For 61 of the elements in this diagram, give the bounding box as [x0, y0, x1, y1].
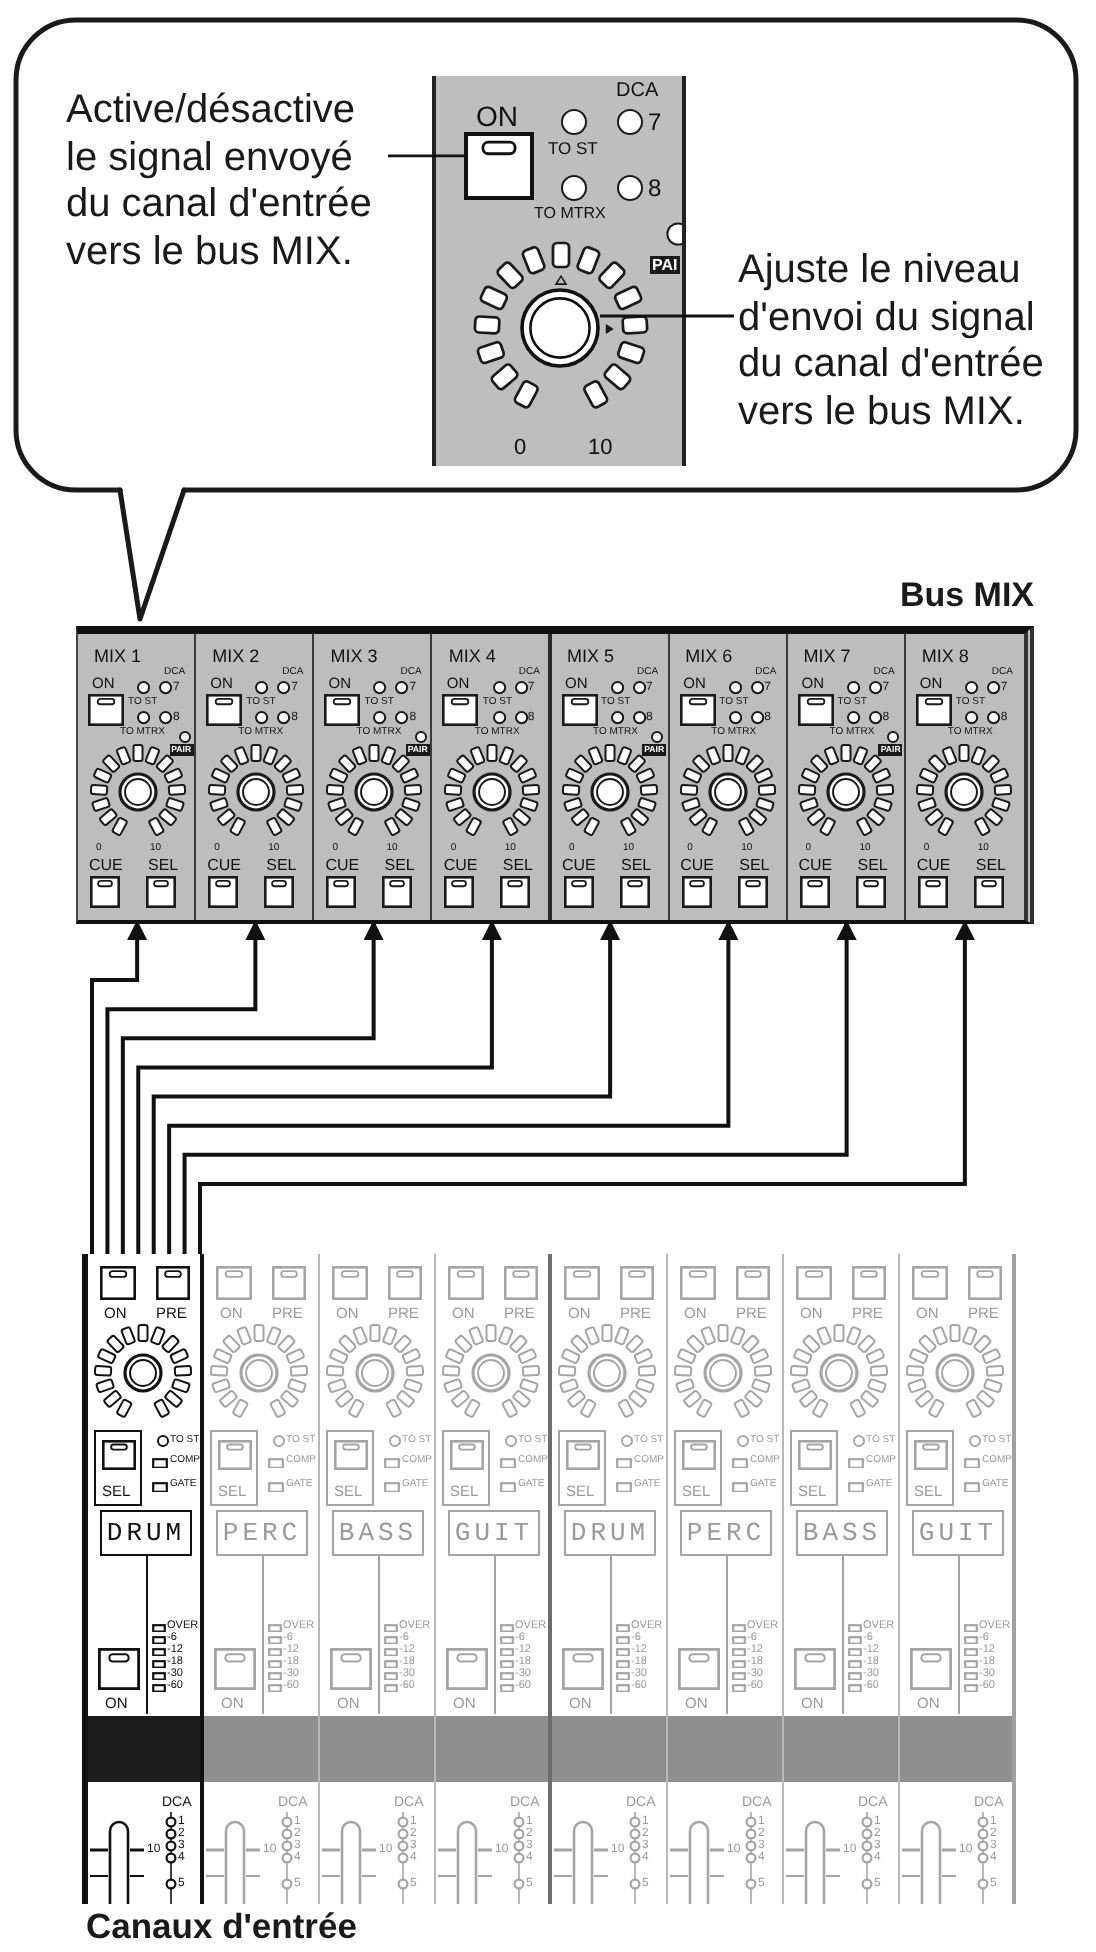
mix-label: MIX 4 — [448, 648, 496, 666]
mix-label: MIX 2 — [212, 648, 260, 666]
indicator-label: 8 — [648, 176, 662, 200]
key-label: CUE — [680, 858, 715, 874]
callout-text: Active/désactive le signal envoyé du canal d'entrée vers le bus MIX. — [66, 88, 386, 276]
mix-strip-panel — [551, 634, 670, 920]
key-label: SEL — [857, 858, 888, 874]
key-label: CUE — [207, 858, 242, 874]
key-label: SEL — [621, 858, 652, 874]
key-label: SEL — [148, 858, 179, 874]
scale-label: 10 — [588, 438, 613, 460]
push-button-icon — [464, 132, 534, 200]
callout-text: Ajuste le niveau d'envoi du signal du canal d'entrée vers le bus MIX. — [738, 248, 1058, 436]
arrow — [90, 920, 148, 1254]
name-display: BASS — [332, 1510, 424, 1556]
key-label: CUE — [325, 858, 360, 874]
arrow — [120, 920, 384, 1254]
mix-label: MIX 5 — [567, 648, 615, 666]
section-heading: Canaux d'entrée — [86, 1910, 357, 1945]
mix-label: MIX 6 — [685, 648, 733, 666]
arrow — [167, 920, 739, 1254]
indicator-label: DCA — [616, 82, 659, 102]
key-label: SEL — [384, 858, 415, 874]
name-display: PERC — [680, 1510, 772, 1556]
section-heading: Bus MIX — [899, 578, 1034, 612]
name-display: PERC — [216, 1510, 308, 1556]
name-display: DRUM — [564, 1510, 656, 1556]
arrow — [182, 920, 857, 1254]
arrow — [105, 920, 266, 1254]
key-label: CUE — [562, 858, 596, 874]
key-label: CUE — [916, 858, 951, 874]
name-display: BASS — [796, 1510, 888, 1556]
key-label: SEL — [502, 858, 533, 874]
key-label: CUE — [798, 858, 833, 874]
indicator-label: TO MTRX — [534, 206, 606, 222]
arrow — [151, 920, 621, 1254]
mix-label: MIX 7 — [803, 648, 851, 666]
leader-line — [388, 154, 464, 158]
key-label: CUE — [443, 858, 478, 874]
callout-bubble — [12, 16, 1080, 496]
mix-label: MIX 1 — [94, 648, 142, 666]
indicator-label: 7 — [648, 110, 662, 134]
name-display: DRUM — [100, 1510, 192, 1556]
mix-label: MIX 3 — [330, 648, 378, 666]
strip-detail-panel — [432, 76, 686, 466]
key-label: SEL — [266, 858, 297, 874]
key-label: SEL — [739, 858, 770, 874]
pair-label: PAI — [650, 256, 680, 274]
name-display: GUIT — [912, 1510, 1004, 1556]
key-label: ON — [476, 102, 518, 130]
arrow — [198, 920, 975, 1254]
arrow — [136, 920, 502, 1254]
key-label: SEL — [975, 858, 1006, 874]
mix-strip-panel — [669, 634, 788, 920]
indicator-label: TO ST — [548, 140, 598, 157]
rotary-knob-icon — [520, 288, 600, 368]
scale-label: 0 — [514, 438, 527, 460]
leader-line — [600, 314, 734, 318]
key-label: CUE — [89, 858, 123, 874]
mix-label: MIX 8 — [921, 648, 969, 666]
name-display: GUIT — [448, 1510, 540, 1556]
